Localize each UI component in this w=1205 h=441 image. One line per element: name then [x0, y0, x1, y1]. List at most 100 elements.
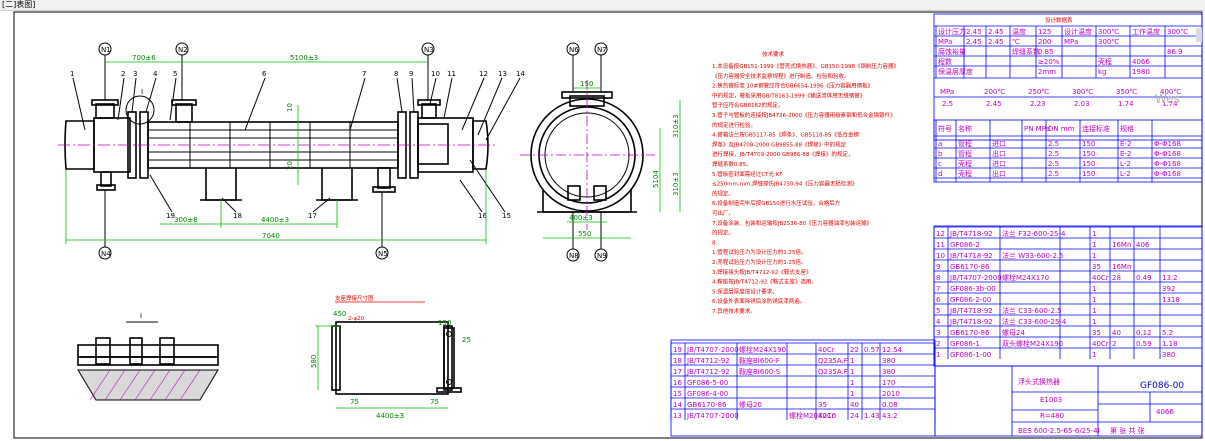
nozzle-cell: 管程: [958, 139, 972, 148]
support-view-title: 支座焊接尺寸图: [335, 294, 374, 302]
bom-cell: 2: [1112, 340, 1116, 348]
window-title: [二]表图]: [2, 0, 36, 9]
design-press: 2.5: [942, 100, 953, 108]
design-cell: MPa: [1064, 38, 1078, 46]
tech-note-line: 的规定。: [712, 229, 734, 237]
tech-note-line: ≤250mm,mm,焊缝探伤JB4730-94《压力容器无损检测》: [712, 180, 857, 188]
nozzle-cell: 2.5: [1048, 150, 1059, 158]
tech-note-line: 7.其他技术要求。: [712, 307, 756, 315]
nozzle-header: 规格: [1120, 124, 1134, 133]
bom-cell: 0.12: [1136, 329, 1152, 337]
main-dimensions: 700±6 5100±3 7040 300±8 4400±3 10 20: [65, 54, 487, 244]
bom-cell: 1: [1092, 252, 1096, 260]
bom-cell: GB6170-86: [950, 329, 990, 337]
bom-cell: JB/T4707-2000: [686, 412, 739, 420]
watermark: Wes: [1155, 92, 1180, 106]
tech-note-line: 焊条》及JB4708-2000 GB9855-88《焊接》中的规定: [712, 140, 847, 148]
title-mass: 4066: [1156, 408, 1174, 416]
tech-note-line: 焊缝系数0.85。: [712, 160, 752, 168]
callout-12: 12: [479, 70, 488, 78]
support-dim-580: 580: [310, 355, 318, 368]
nozzle-cell: Φ-Φ168: [1154, 150, 1181, 158]
nozzle-cell: 2.5: [1048, 160, 1059, 168]
nozzle-n4: [100, 171, 112, 187]
bom-cell: 14: [673, 401, 682, 409]
detail-bolt-2: [129, 337, 143, 365]
detail-bolt-1: [95, 337, 111, 365]
support-weld-view: 支座焊接尺寸图 2-φ20 450 580 4400±3 75 75 25 15…: [310, 294, 471, 420]
design-cell: 2.45: [966, 28, 982, 36]
tech-title: 技术要求: [762, 50, 785, 58]
tech-note-line: 可出厂。: [712, 209, 734, 217]
design-cell: 温度: [1012, 27, 1026, 36]
bom-cell: 5.2: [1162, 329, 1173, 337]
tech-note-line: 1.管程试验压力为设计压力的1.25倍。: [712, 248, 807, 256]
design-data-title: 设计数据表: [1045, 16, 1073, 24]
support-dim-25: 25: [462, 336, 471, 344]
bom-cell: 鞍座BI600-S: [739, 367, 781, 376]
nozzle-label-n9: N9: [597, 252, 607, 260]
left-head: [64, 120, 95, 170]
bom-cell: 19: [673, 346, 682, 354]
bom-cell: GF086-1-00: [950, 351, 991, 359]
title-company: 浮头式换热器: [1018, 377, 1060, 386]
tech-note-line: 2.换热管标准 10#钢管应符合GB6654-1996《压力容器用钢板》: [712, 82, 873, 90]
bom-cell: 1: [1092, 307, 1096, 315]
callout-13: 13: [498, 70, 507, 78]
callout-5: 5: [173, 70, 177, 78]
callout-leaders: [72, 77, 521, 213]
nozzle-label-n5: N5: [378, 250, 388, 258]
bom-cell: GF086-4-00: [687, 390, 728, 398]
design-cell: 保温层厚度: [938, 67, 973, 76]
design-cell: 壳程: [1098, 57, 1112, 66]
dim-310-top: 310±3: [672, 114, 680, 138]
bom-cell: 22: [850, 346, 859, 354]
right-head: [472, 120, 489, 170]
bom-cell: 1: [936, 351, 940, 359]
nozzle-label-n1: N1: [101, 46, 111, 54]
design-cell: 程数: [938, 57, 952, 66]
nozzle-cell: 2.5: [1048, 140, 1059, 148]
support-dim-150: 150: [438, 319, 451, 327]
design-cell: 焊缝系数: [1012, 47, 1040, 56]
detail-circle-I: [125, 95, 155, 125]
zoom-handle[interactable]: [1196, 28, 1202, 42]
title-ratio: R=480: [1040, 412, 1064, 420]
title-block: 浮头式换热器 GF086-00 E1003 R=480 4066 BES 600…: [934, 365, 1203, 437]
nozzle-cell: 150: [1082, 160, 1095, 168]
nozzle-header: PN MPa: [1024, 125, 1050, 133]
callout-8: 8: [394, 70, 398, 78]
dim-400: 400±3: [569, 214, 593, 222]
support-dim-450: 450: [333, 310, 346, 318]
nozzle-n2-flange: [171, 99, 197, 106]
nozzle-n5: [377, 167, 391, 189]
detail-I-title: I: [140, 312, 142, 320]
tech-note-line: 的规定。: [712, 189, 734, 197]
tech-note-line: 的规定进行检验。: [712, 121, 756, 129]
design-press: 2.45: [986, 100, 1002, 108]
detail-flange-lower: [77, 356, 219, 366]
design-cell: 2mm: [1038, 68, 1056, 76]
callout-3: 3: [133, 70, 137, 78]
end-view-dimensions: 150 400±3 550 5104 310±3 310±3: [543, 80, 681, 239]
nozzle-cell: 150: [1082, 170, 1095, 178]
bom-cell: 17: [673, 368, 682, 376]
tech-notes: 技术要求 1.本设备按GB151-1999《管壳式换热器》、GB150-1998…: [712, 50, 899, 315]
nozzle-header: 名称: [958, 124, 972, 133]
bom-cell: JB/T4707-2000: [686, 346, 739, 354]
nozzle-label-n4: N4: [101, 250, 111, 258]
detail-flange-upper: [77, 344, 219, 358]
bom-cell: 392: [1162, 285, 1175, 293]
nozzle-cell: 进口: [992, 140, 1006, 148]
callout-16: 16: [478, 212, 487, 220]
bom-cell: 1: [850, 390, 854, 398]
dim-10: 10: [286, 103, 294, 112]
tech-note-line: 5.保温层厚度按设计要求。: [712, 287, 778, 295]
bom-cell: 0.08: [882, 401, 898, 409]
bom-cell: 6: [936, 296, 941, 304]
title-sheet: 第 张 共 张: [1110, 426, 1145, 435]
